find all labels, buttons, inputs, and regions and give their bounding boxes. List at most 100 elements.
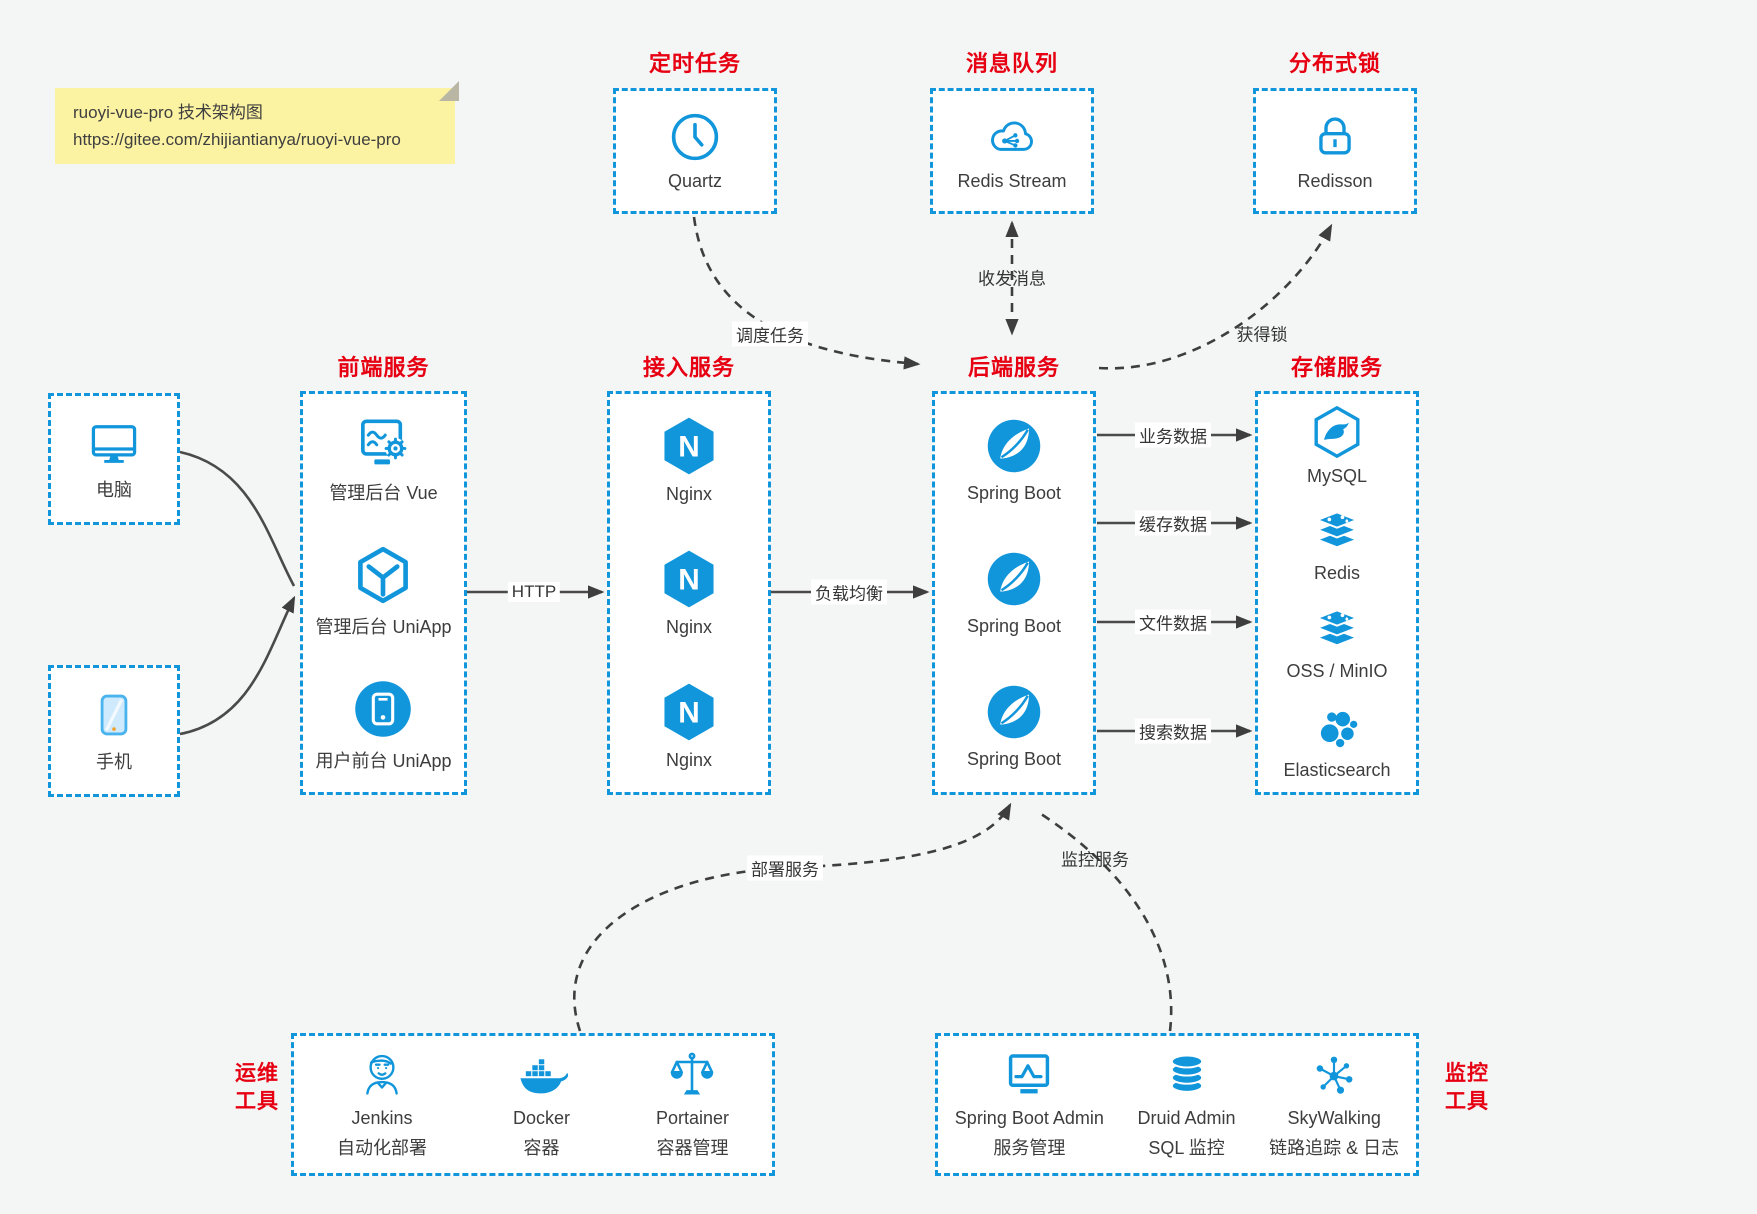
edge-label-biz-data: 业务数据 [1135, 422, 1211, 448]
edge-computer-frontend [179, 450, 296, 587]
computer-item: 电脑 [86, 417, 142, 502]
monitor-label-druid: Druid Admin [1137, 1108, 1236, 1128]
oss-stack-icon [1314, 609, 1360, 647]
quartz-label: Quartz [667, 171, 723, 191]
phone-label: 手机 [96, 751, 132, 772]
box-monitor-tools: Spring Boot Admin 服务管理 Druid Admin SQL 监… [935, 1033, 1419, 1176]
redisson-item: Redisson [1297, 110, 1373, 192]
ops-label-portainer: Portainer [655, 1108, 729, 1128]
monitor-desc-sba: 服务管理 [993, 1138, 1066, 1158]
group-title-scheduled-tasks: 定时任务 [648, 51, 741, 76]
edge-label-acquire-lock: 获得锁 [1236, 325, 1288, 345]
group-title-frontend: 前端服务 [337, 355, 430, 380]
edge-monitor-service [1037, 810, 1173, 1032]
gateway-item-nginx-3: N Nginx [658, 681, 720, 771]
mysql-icon [1314, 405, 1360, 458]
edge-label-file-data: 文件数据 [1135, 609, 1211, 635]
edge-schedule-task [692, 216, 921, 370]
lock-icon [1319, 117, 1351, 155]
group-title-distributed-lock: 分布式锁 [1288, 51, 1381, 76]
redis-icon [1314, 511, 1360, 549]
mq-cloud-icon [991, 121, 1033, 151]
monitor-title-line2: 工具 [1445, 1090, 1489, 1114]
frontend-label-user-uniapp: 用户前台 UniApp [315, 750, 452, 771]
storage-item-mysql: MySQL [1307, 405, 1367, 487]
monitor-title-line1: 监控 [1445, 1062, 1489, 1085]
redisson-label: Redisson [1297, 171, 1373, 191]
edge-label-send-receive-msg: 收发消息 [978, 269, 1046, 289]
frontend-item-admin-vue: 管理后台 Vue [329, 414, 438, 505]
note-url: https://gitee.com/zhijiantianya/ruoyi-vu… [73, 130, 401, 150]
storage-label-oss-minio: OSS / MinIO [1286, 660, 1388, 681]
spring-boot-icon [987, 552, 1041, 606]
monitor-desc-skywalking: 链路追踪 & 日志 [1269, 1138, 1400, 1158]
ops-title-line1: 运维 [235, 1062, 279, 1085]
spring-boot-admin-icon [1009, 1054, 1050, 1094]
phone-item: 手机 [88, 689, 140, 774]
edge-label-deploy-service: 部署服务 [747, 855, 823, 881]
user-app-icon [355, 680, 412, 737]
spring-boot-icon [987, 420, 1041, 473]
svg-text:N: N [678, 696, 699, 729]
nginx-icon: N [664, 417, 714, 475]
edge-label-cache-data: 缓存数据 [1135, 510, 1211, 536]
backend-label-spring-1: Spring Boot [966, 483, 1062, 504]
skywalking-icon [1316, 1056, 1353, 1094]
backend-item-spring-2: Spring Boot [967, 549, 1061, 637]
box-phone: 手机 [48, 665, 180, 797]
admin-vue-icon [360, 418, 406, 464]
ops-title-line2: 工具 [235, 1090, 279, 1114]
frontend-item-admin-uniapp: 管理后台 UniApp [315, 544, 452, 639]
ops-label-docker: Docker [512, 1108, 570, 1128]
svg-text:N: N [678, 563, 699, 596]
backend-item-spring-1: Spring Boot [967, 416, 1061, 504]
monitor-item-druid: Druid Admin SQL 监控 [1138, 1049, 1236, 1160]
edge-label-http: HTTP [507, 582, 561, 602]
edge-deploy-service [573, 802, 1012, 1032]
uniapp-cube-icon [358, 546, 409, 603]
box-redisson: Redisson [1253, 88, 1417, 214]
redis-stream-label: Redis Stream [957, 171, 1067, 191]
edge-label-load-balance: 负载均衡 [811, 579, 887, 605]
mobile-icon [100, 694, 128, 735]
ops-item-docker: Docker 容器 [513, 1049, 570, 1160]
frontend-item-user-uniapp: 用户前台 UniApp [315, 678, 452, 773]
quartz-item: Quartz [668, 110, 722, 192]
frontend-label-admin-uniapp: 管理后台 UniApp [315, 616, 452, 637]
gateway-item-nginx-2: N Nginx [658, 548, 720, 638]
ops-item-portainer: Portainer 容器管理 [656, 1049, 729, 1160]
redis-stream-item: Redis Stream [957, 110, 1067, 192]
storage-item-oss-minio: OSS / MinIO [1286, 606, 1388, 682]
ops-desc-docker: 容器 [523, 1138, 560, 1158]
elasticsearch-icon [1320, 712, 1358, 748]
box-redis-stream: Redis Stream [930, 88, 1094, 214]
nginx-icon: N [664, 550, 714, 608]
edge-acquire-lock [1098, 223, 1333, 370]
druid-db-icon [1170, 1054, 1203, 1093]
monitor-item-sba: Spring Boot Admin 服务管理 [955, 1049, 1104, 1160]
note-fold-corner [439, 81, 459, 101]
ops-item-jenkins: Jenkins 自动化部署 [337, 1049, 427, 1160]
box-frontend: 管理后台 Vue 管理后台 UniApp 用户前台 UniApp [300, 391, 467, 795]
sticky-note: ruoyi-vue-pro 技术架构图 https://gitee.com/zh… [55, 81, 459, 165]
clock-icon [671, 113, 719, 161]
box-gateway: N Nginx N Nginx N Nginx [607, 391, 771, 795]
spring-boot-icon [987, 685, 1041, 738]
storage-label-mysql: MySQL [1306, 465, 1367, 486]
storage-label-elasticsearch: Elasticsearch [1283, 760, 1391, 781]
gateway-label-nginx-1: Nginx [665, 484, 713, 505]
backend-label-spring-3: Spring Boot [966, 748, 1062, 769]
storage-label-redis: Redis [1313, 563, 1361, 584]
note-title: ruoyi-vue-pro 技术架构图 [73, 103, 263, 122]
frontend-label-admin-vue: 管理后台 Vue [329, 482, 438, 503]
docker-icon [520, 1059, 569, 1094]
group-title-backend: 后端服务 [967, 355, 1060, 380]
edge-phone-frontend [179, 595, 296, 736]
nginx-icon: N [664, 683, 714, 741]
backend-item-spring-3: Spring Boot [967, 682, 1061, 770]
storage-item-redis: Redis [1310, 508, 1364, 584]
edge-label-search-data: 搜索数据 [1135, 718, 1211, 744]
group-title-message-queue: 消息队列 [965, 51, 1058, 76]
computer-label: 电脑 [96, 479, 132, 500]
